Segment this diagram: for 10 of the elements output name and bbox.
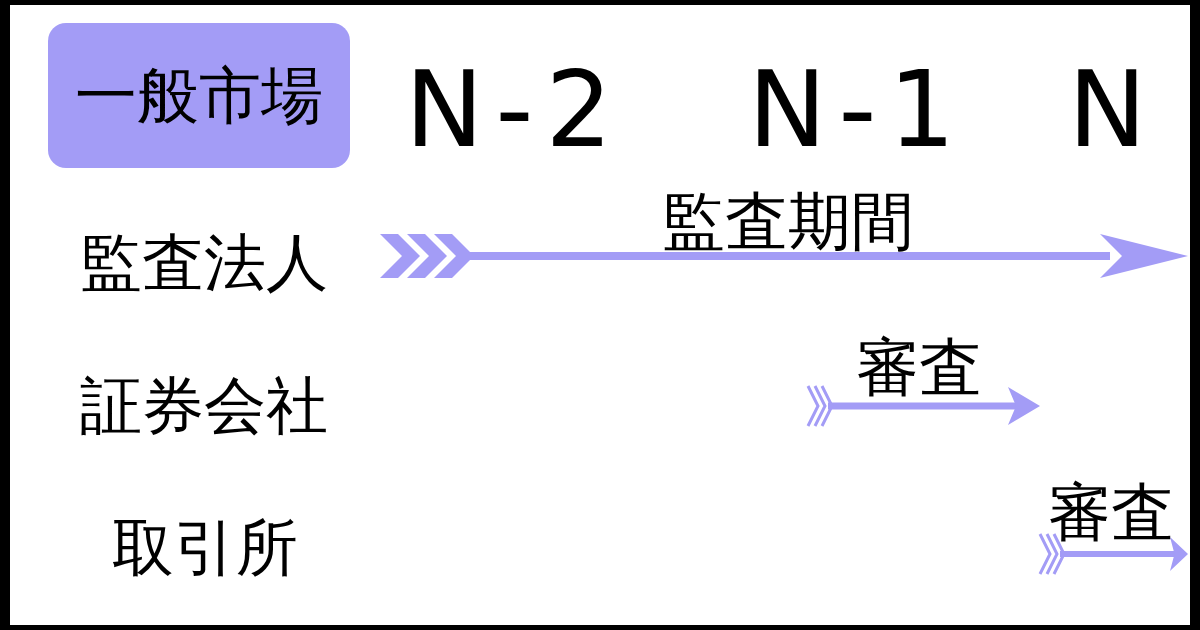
row-label: 取引所 bbox=[112, 517, 298, 579]
row-label: 証券会社 bbox=[80, 375, 328, 437]
period-label: 審査 bbox=[856, 336, 982, 399]
year-label: N-2 bbox=[405, 58, 625, 163]
heading-box: 一般市場 bbox=[48, 23, 350, 168]
row-label: 監査法人 bbox=[80, 232, 328, 294]
year-label: N bbox=[1068, 58, 1159, 163]
period-label: 審査 bbox=[1048, 481, 1174, 544]
year-label: N-1 bbox=[748, 58, 968, 163]
period-label: 監査期間 bbox=[662, 190, 914, 253]
